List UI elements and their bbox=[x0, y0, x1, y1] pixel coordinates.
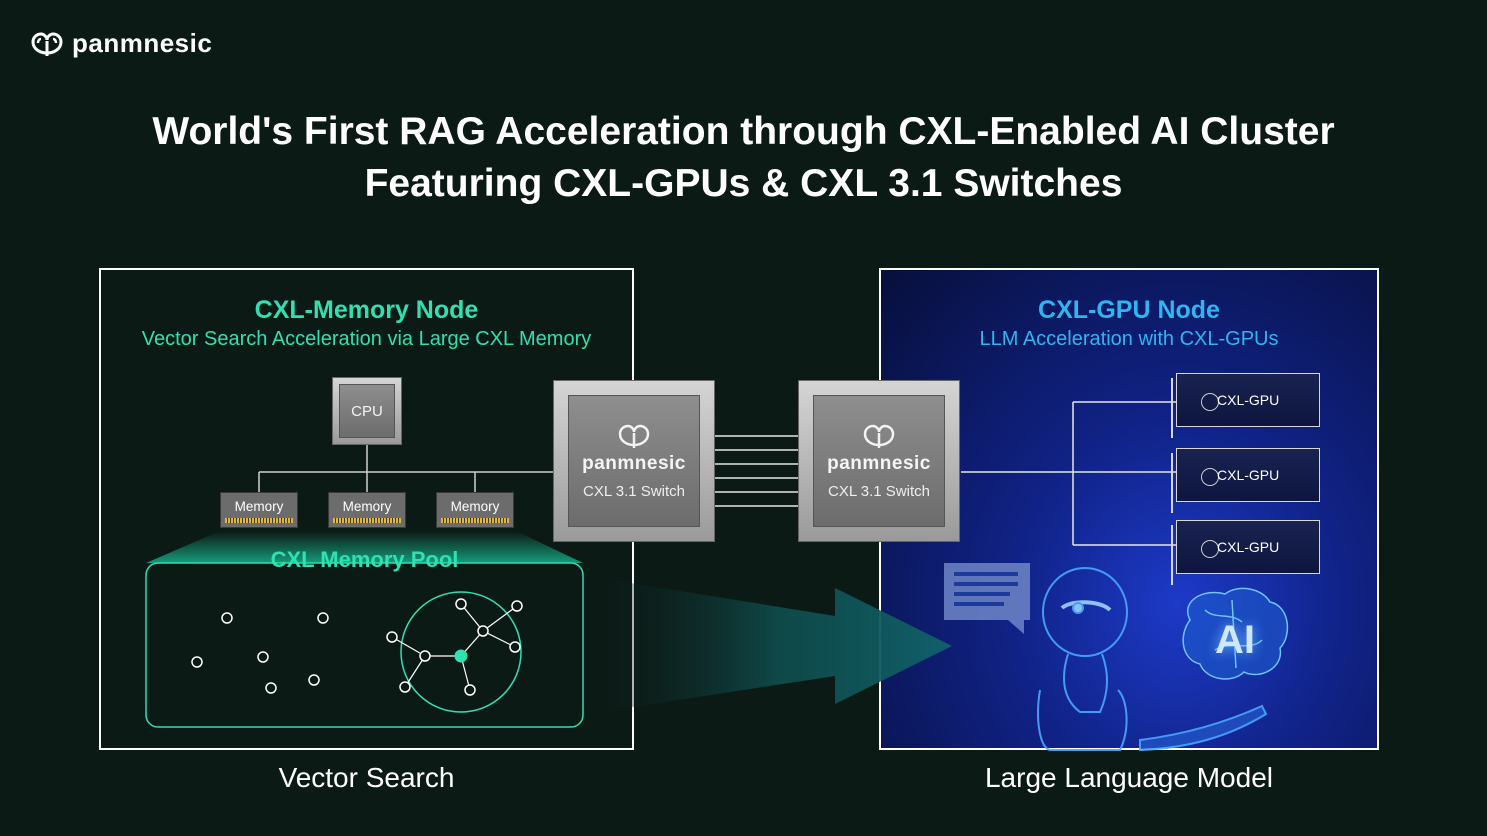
cpu-chip: CPU bbox=[332, 377, 402, 445]
switch-brand: panmnesic bbox=[582, 452, 686, 474]
panmnesic-logo-icon bbox=[618, 424, 650, 448]
memory-module: Memory bbox=[436, 492, 514, 528]
cpu-label: CPU bbox=[339, 384, 395, 438]
fan-icon bbox=[1201, 393, 1219, 411]
gpu-label: CXL-GPU bbox=[1217, 467, 1280, 483]
memory-module: Memory bbox=[220, 492, 298, 528]
gpu-node-title: CXL-GPU Node bbox=[1038, 296, 1220, 324]
cxl-gpu-card: CXL-GPU bbox=[1171, 373, 1320, 438]
memory-label: Memory bbox=[342, 499, 392, 514]
graph-edges bbox=[391, 603, 518, 691]
llm-caption: Large Language Model bbox=[984, 762, 1273, 793]
switch-brand: panmnesic bbox=[827, 452, 931, 474]
graph-nodes bbox=[386, 598, 523, 696]
chat-bubble-icon bbox=[944, 563, 1030, 634]
gpu-links bbox=[961, 401, 1176, 546]
switch-label: CXL 3.1 Switch bbox=[583, 482, 685, 500]
gpu-node-subtitle: LLM Acceleration with CXL-GPUs bbox=[979, 328, 1279, 350]
title-line-1: World's First RAG Acceleration through C… bbox=[152, 110, 1335, 153]
memory-pins bbox=[225, 518, 293, 523]
switch-links bbox=[715, 435, 798, 507]
gpu-label: CXL-GPU bbox=[1217, 539, 1280, 555]
gpu-bracket bbox=[1171, 525, 1177, 585]
panmnesic-logo-icon bbox=[31, 31, 63, 56]
memory-label: Memory bbox=[450, 499, 500, 514]
gpu-label: CXL-GPU bbox=[1217, 392, 1280, 408]
title-line-2: Featuring CXL-GPUs & CXL 3.1 Switches bbox=[364, 162, 1123, 205]
search-radius bbox=[400, 591, 522, 713]
cxl-switch-1: panmnesic CXL 3.1 Switch bbox=[553, 380, 715, 542]
panmnesic-logo-icon bbox=[863, 424, 895, 448]
gpu-bracket bbox=[1171, 378, 1177, 438]
cxl-gpu-card: CXL-GPU bbox=[1171, 448, 1320, 513]
cxl-gpu-card: CXL-GPU bbox=[1171, 520, 1320, 585]
vector-points bbox=[191, 612, 329, 694]
memory-pins bbox=[441, 518, 509, 523]
logo: panmnesic bbox=[30, 28, 212, 59]
memory-module: Memory bbox=[328, 492, 406, 528]
switch-face: panmnesic CXL 3.1 Switch bbox=[568, 395, 700, 527]
cxl-gpu-node: CXL-GPU Node LLM Acceleration with CXL-G… bbox=[879, 268, 1379, 750]
logo-text: panmnesic bbox=[72, 28, 213, 58]
brain-icon bbox=[1182, 587, 1289, 680]
cxl-switch-2: panmnesic CXL 3.1 Switch bbox=[798, 380, 960, 542]
switch-face: panmnesic CXL 3.1 Switch bbox=[813, 395, 945, 527]
page-title: World's First RAG Acceleration through C… bbox=[0, 106, 1487, 210]
fan-icon bbox=[1201, 540, 1219, 558]
gpu-bracket bbox=[1171, 453, 1177, 513]
vector-search-caption: Vector Search bbox=[278, 762, 455, 793]
fan-icon bbox=[1201, 468, 1219, 486]
cxl-memory-pool bbox=[145, 562, 584, 728]
ai-badge: AI bbox=[1215, 618, 1255, 662]
memory-node-title: CXL-Memory Node bbox=[254, 296, 479, 324]
memory-label: Memory bbox=[234, 499, 284, 514]
memory-pool-projection bbox=[146, 531, 583, 563]
switch-label: CXL 3.1 Switch bbox=[828, 482, 930, 500]
memory-node-subtitle: Vector Search Acceleration via Large CXL… bbox=[141, 328, 592, 350]
query-node bbox=[454, 649, 468, 663]
memory-pins bbox=[333, 518, 401, 523]
data-flow-arrow bbox=[600, 578, 952, 712]
robot-icon bbox=[1037, 567, 1268, 752]
memory-pool-title: CXL Memory Pool bbox=[270, 547, 459, 572]
